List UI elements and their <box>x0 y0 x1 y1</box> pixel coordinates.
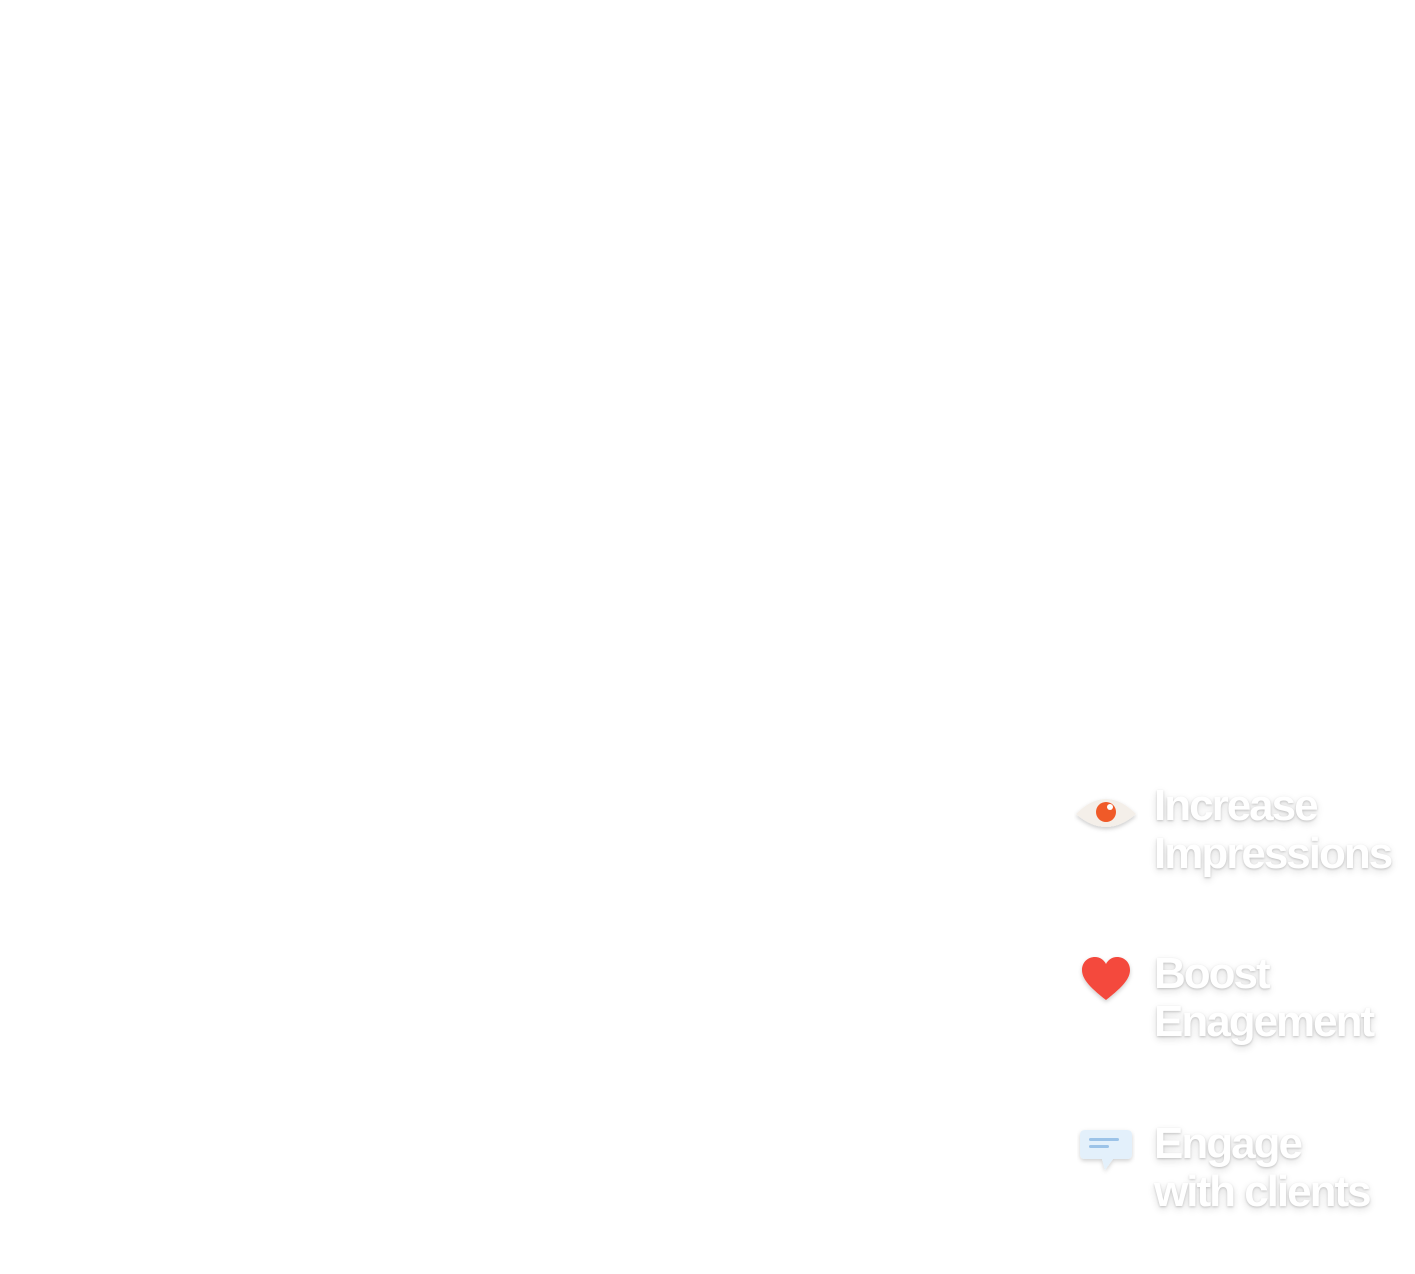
feature-line2: Impressions <box>1154 829 1393 878</box>
feature-label: Boost Enagement <box>1154 949 1375 1046</box>
eye-icon <box>1072 782 1140 842</box>
feature-line1: Engage <box>1154 1119 1303 1168</box>
feature-line2: Enagement <box>1154 997 1375 1046</box>
feature-increase-impressions: Increase Impressions <box>1072 782 1412 878</box>
feature-label: Increase Impressions <box>1154 781 1393 878</box>
heart-icon <box>1072 950 1140 1010</box>
feature-line2: with clients <box>1154 1167 1372 1216</box>
feature-boost-engagement: Boost Enagement <box>1072 950 1412 1046</box>
feature-engage-clients: Engage with clients <box>1072 1120 1412 1216</box>
feature-label: Engage with clients <box>1154 1119 1372 1216</box>
feature-line1: Increase <box>1154 781 1319 830</box>
chat-bubble-icon <box>1072 1120 1140 1180</box>
feature-line1: Boost <box>1154 949 1271 998</box>
